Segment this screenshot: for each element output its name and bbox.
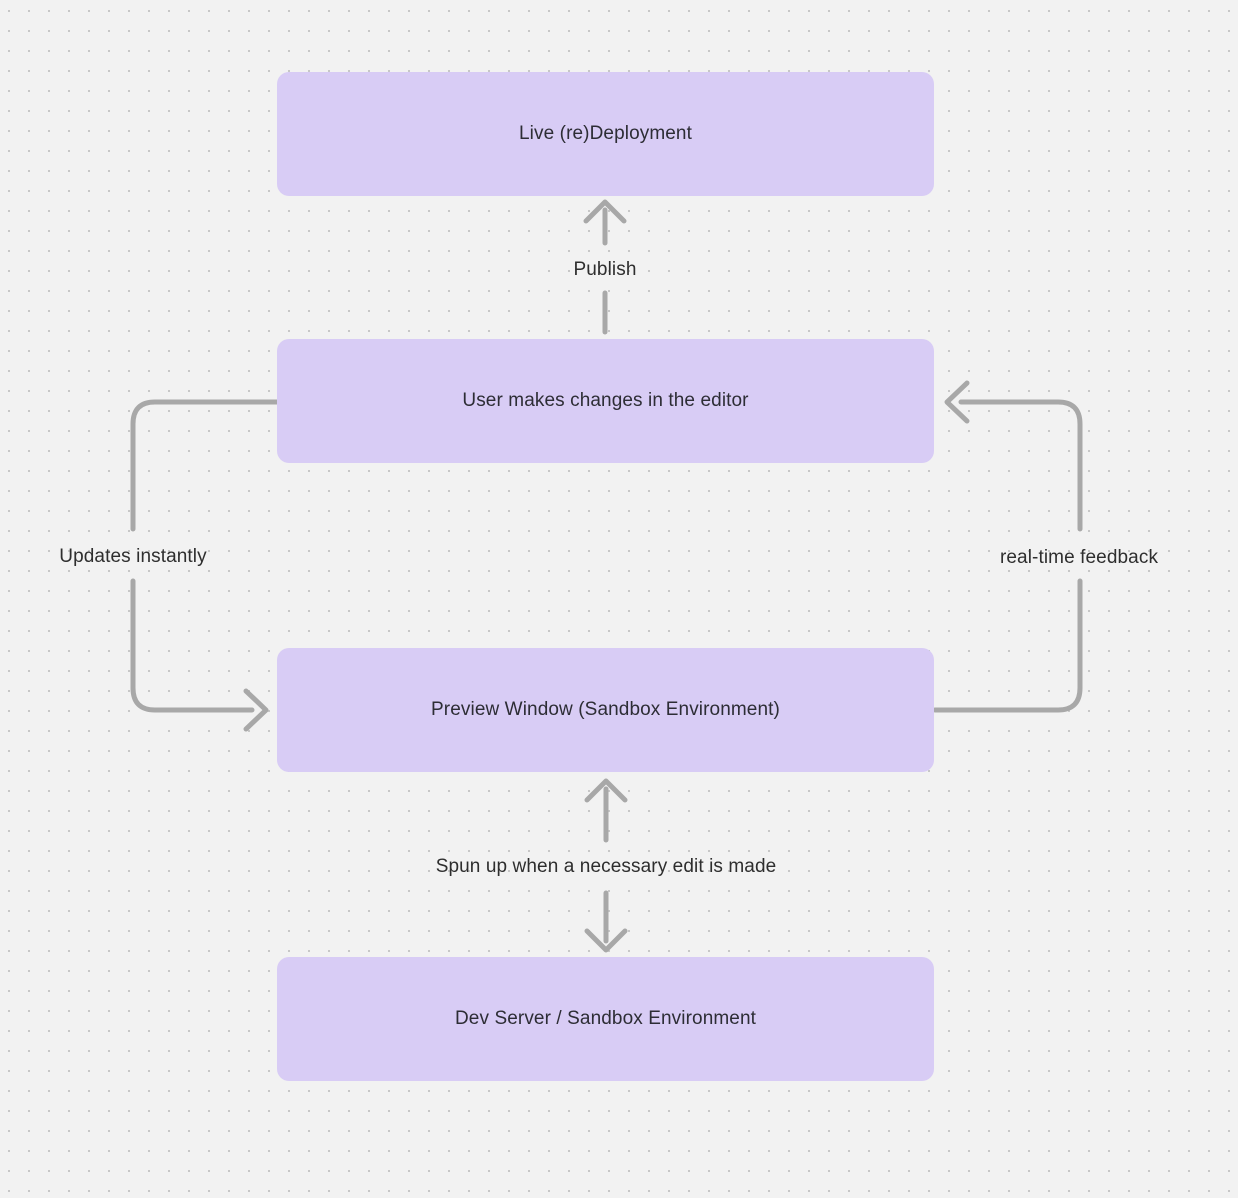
edge-label-spun-up: Spun up when a necessary edit is made: [435, 856, 777, 877]
node-user-changes: User makes changes in the editor: [277, 339, 934, 463]
node-dev-server: Dev Server / Sandbox Environment: [277, 957, 934, 1081]
edge-label-publish: Publish: [573, 259, 637, 280]
edge-label-updates-instantly: Updates instantly: [59, 546, 207, 567]
edge-label-realtime-feedback: real-time feedback: [999, 547, 1159, 568]
node-live-redeployment: Live (re)Deployment: [277, 72, 934, 196]
node-live-redeployment-label: Live (re)Deployment: [519, 123, 692, 144]
node-dev-server-label: Dev Server / Sandbox Environment: [454, 1008, 756, 1029]
node-user-changes-label: User makes changes in the editor: [462, 390, 749, 411]
node-preview-window: Preview Window (Sandbox Environment): [277, 648, 934, 772]
node-preview-window-label: Preview Window (Sandbox Environment): [431, 699, 780, 720]
